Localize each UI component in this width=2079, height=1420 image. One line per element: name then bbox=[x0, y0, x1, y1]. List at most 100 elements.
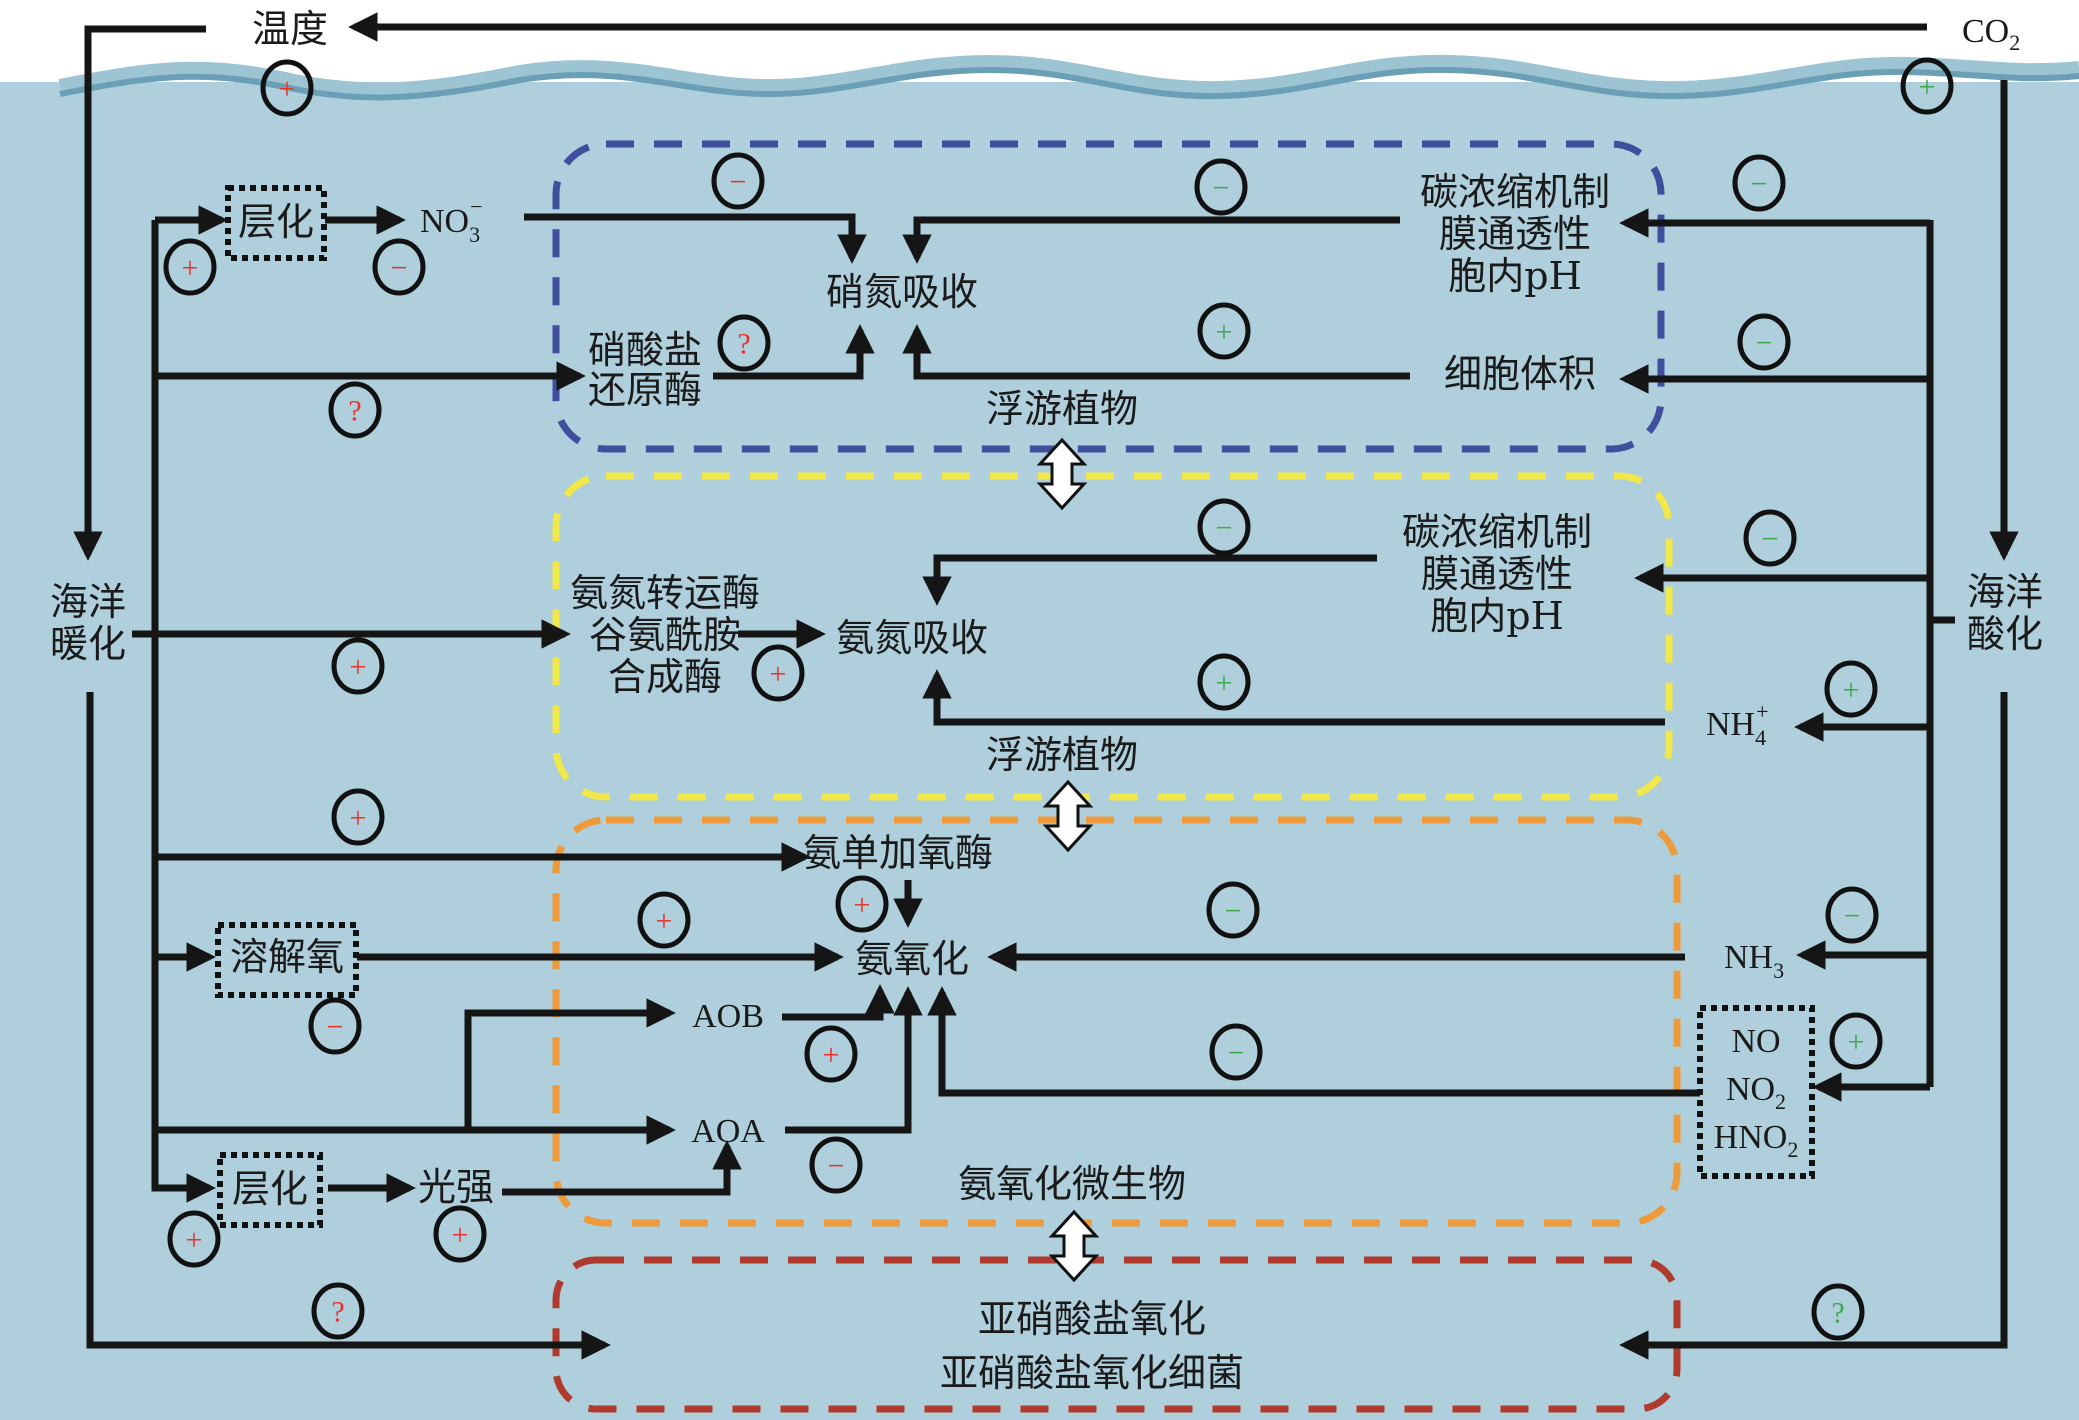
arrow-light-to-aoa bbox=[502, 1140, 742, 1196]
sign-acid-cellvol: − bbox=[1737, 313, 1791, 371]
sign-symbol: − bbox=[1756, 327, 1773, 360]
sign-circle bbox=[1737, 313, 1791, 371]
label-mech-mid-2: 膜通透性 bbox=[1421, 552, 1573, 596]
effect-signs: +++−−??−+−−−+−++++++−+−−−−+++?? bbox=[163, 57, 1954, 1341]
label-aoa: AOA bbox=[691, 1113, 765, 1150]
label-acid-2: 酸化 bbox=[1967, 612, 2043, 656]
label-light: 光强 bbox=[418, 1165, 494, 1209]
sign-nitrate-uptake: − bbox=[711, 152, 765, 210]
sign-circle bbox=[163, 238, 217, 296]
sign-symbol: − bbox=[1844, 900, 1861, 933]
box-do bbox=[215, 922, 359, 998]
sign-symbol: + bbox=[350, 651, 367, 684]
sign-circle bbox=[717, 314, 771, 372]
sign-strat-nitrate: − bbox=[372, 238, 426, 296]
sign-symbol: + bbox=[1216, 667, 1233, 700]
sign-reductase-uptake: ? bbox=[717, 314, 771, 372]
label-mech-mid-1: 碳浓缩机制 bbox=[1402, 510, 1592, 554]
sign-circle bbox=[1829, 1012, 1883, 1070]
sign-mech-ammonium-uptake: − bbox=[1197, 498, 1251, 556]
sign-symbol: + bbox=[182, 252, 199, 285]
box-nitrite-oxidation bbox=[552, 1256, 1681, 1413]
sign-amo-oxidation: + bbox=[835, 875, 889, 933]
sign-symbol: + bbox=[186, 1224, 203, 1257]
arrow-warming-to-aob bbox=[464, 998, 676, 1130]
sign-symbol: − bbox=[1228, 1037, 1245, 1070]
sign-symbol: ? bbox=[331, 1296, 344, 1329]
label-cell-volume: 细胞体积 bbox=[1444, 352, 1596, 396]
sign-symbol: + bbox=[656, 905, 673, 938]
label-ammonia-oxidizers: 氨氧化微生物 bbox=[958, 1162, 1186, 1206]
label-enzymes-3: 合成酶 bbox=[608, 655, 722, 699]
sign-circle bbox=[835, 875, 889, 933]
sign-acid-species: + bbox=[1829, 1012, 1883, 1070]
sign-symbol: − bbox=[730, 166, 747, 199]
sign-warming-strat-bottom: + bbox=[167, 1210, 221, 1268]
sign-circle bbox=[1825, 886, 1879, 944]
sign-symbol: + bbox=[1848, 1026, 1865, 1059]
label-strat-top: 层化 bbox=[238, 200, 314, 244]
sign-circle bbox=[167, 1210, 221, 1268]
arrow-temperature-to-warming bbox=[73, 25, 206, 561]
sign-circle bbox=[1900, 57, 1954, 115]
sign-co2-surface: + bbox=[1900, 57, 1954, 115]
sign-acid-nh4: + bbox=[1824, 660, 1878, 718]
sign-enzymes-ammonium-uptake: + bbox=[751, 644, 805, 702]
label-enzymes-2: 谷氨酰胺 bbox=[589, 613, 741, 657]
sign-nh4-ammonium-uptake: + bbox=[1197, 653, 1251, 711]
sign-acid-nh3: − bbox=[1825, 886, 1879, 944]
sign-symbol: + bbox=[279, 73, 296, 106]
label-nh3: NH3 bbox=[1724, 939, 1784, 983]
label-nitrate: NO3− bbox=[420, 194, 483, 247]
label-co2: CO2 bbox=[1962, 13, 2020, 55]
sign-circle bbox=[308, 997, 362, 1055]
label-strat-bottom: 层化 bbox=[232, 1167, 308, 1211]
arrow-reductase-to-uptake bbox=[713, 324, 875, 380]
sign-strat-light: + bbox=[433, 1205, 487, 1263]
label-do: 溶解氧 bbox=[230, 935, 344, 979]
sign-circle bbox=[1197, 302, 1251, 360]
label-species-hno2: HNO2 bbox=[1714, 1119, 1799, 1162]
sign-symbol: − bbox=[1762, 523, 1779, 556]
box-ammonia-oxidation bbox=[552, 816, 1681, 1227]
arrow-aoa-to-oxidation bbox=[785, 986, 923, 1134]
sign-circle bbox=[372, 238, 426, 296]
label-reductase-1: 硝酸盐 bbox=[588, 328, 702, 372]
arrow-acid-to-nitrite bbox=[1619, 692, 2008, 1360]
sign-symbol: + bbox=[854, 889, 871, 922]
box-strat-top bbox=[225, 185, 327, 261]
sea-background bbox=[0, 82, 2079, 1420]
label-nitrite-oxidizers: 亚硝酸盐氧化细菌 bbox=[940, 1351, 1244, 1395]
sign-cellvol-nitrate-uptake: + bbox=[1197, 302, 1251, 360]
sign-temp-surface: + bbox=[260, 59, 314, 117]
arrow-nitrate-to-uptake bbox=[524, 213, 867, 264]
label-mech-mid-3: 胞内pH bbox=[1430, 594, 1563, 638]
label-ammonium-uptake: 氨氮吸收 bbox=[836, 616, 988, 660]
label-nh4: NH4+ bbox=[1706, 699, 1769, 750]
arrow-warming-to-strat-bottom bbox=[151, 1128, 216, 1203]
sign-symbol: − bbox=[391, 252, 408, 285]
sign-symbol: − bbox=[327, 1011, 344, 1044]
sign-circle bbox=[637, 891, 691, 949]
sign-symbol: − bbox=[828, 1150, 845, 1183]
sign-warming-nitrite: ? bbox=[311, 1282, 365, 1340]
double-arrow-3 bbox=[1048, 1209, 1100, 1283]
sign-symbol: ? bbox=[737, 328, 750, 361]
label-nitrite-oxidation: 亚硝酸盐氧化 bbox=[978, 1297, 1206, 1341]
arrow-nh4-to-ammonium-uptake bbox=[922, 669, 1665, 726]
label-enzymes-1: 氨氮转运酶 bbox=[570, 571, 760, 615]
sign-warming-reductase: ? bbox=[328, 381, 382, 439]
sign-do-oxidation: + bbox=[637, 891, 691, 949]
sign-warming-strat-top: + bbox=[163, 238, 217, 296]
wave-light bbox=[58, 54, 2079, 97]
sign-symbol: + bbox=[770, 658, 787, 691]
sign-aoa-oxidation: − bbox=[809, 1136, 863, 1194]
sign-circle bbox=[1824, 660, 1878, 718]
label-reductase-2: 还原酶 bbox=[588, 368, 702, 412]
sign-symbol: + bbox=[1919, 71, 1936, 104]
sign-circle bbox=[328, 381, 382, 439]
sign-acid-mech-mid: − bbox=[1743, 509, 1797, 567]
sign-species-oxidation: − bbox=[1209, 1023, 1263, 1081]
box-nitrate-uptake bbox=[552, 140, 1665, 453]
